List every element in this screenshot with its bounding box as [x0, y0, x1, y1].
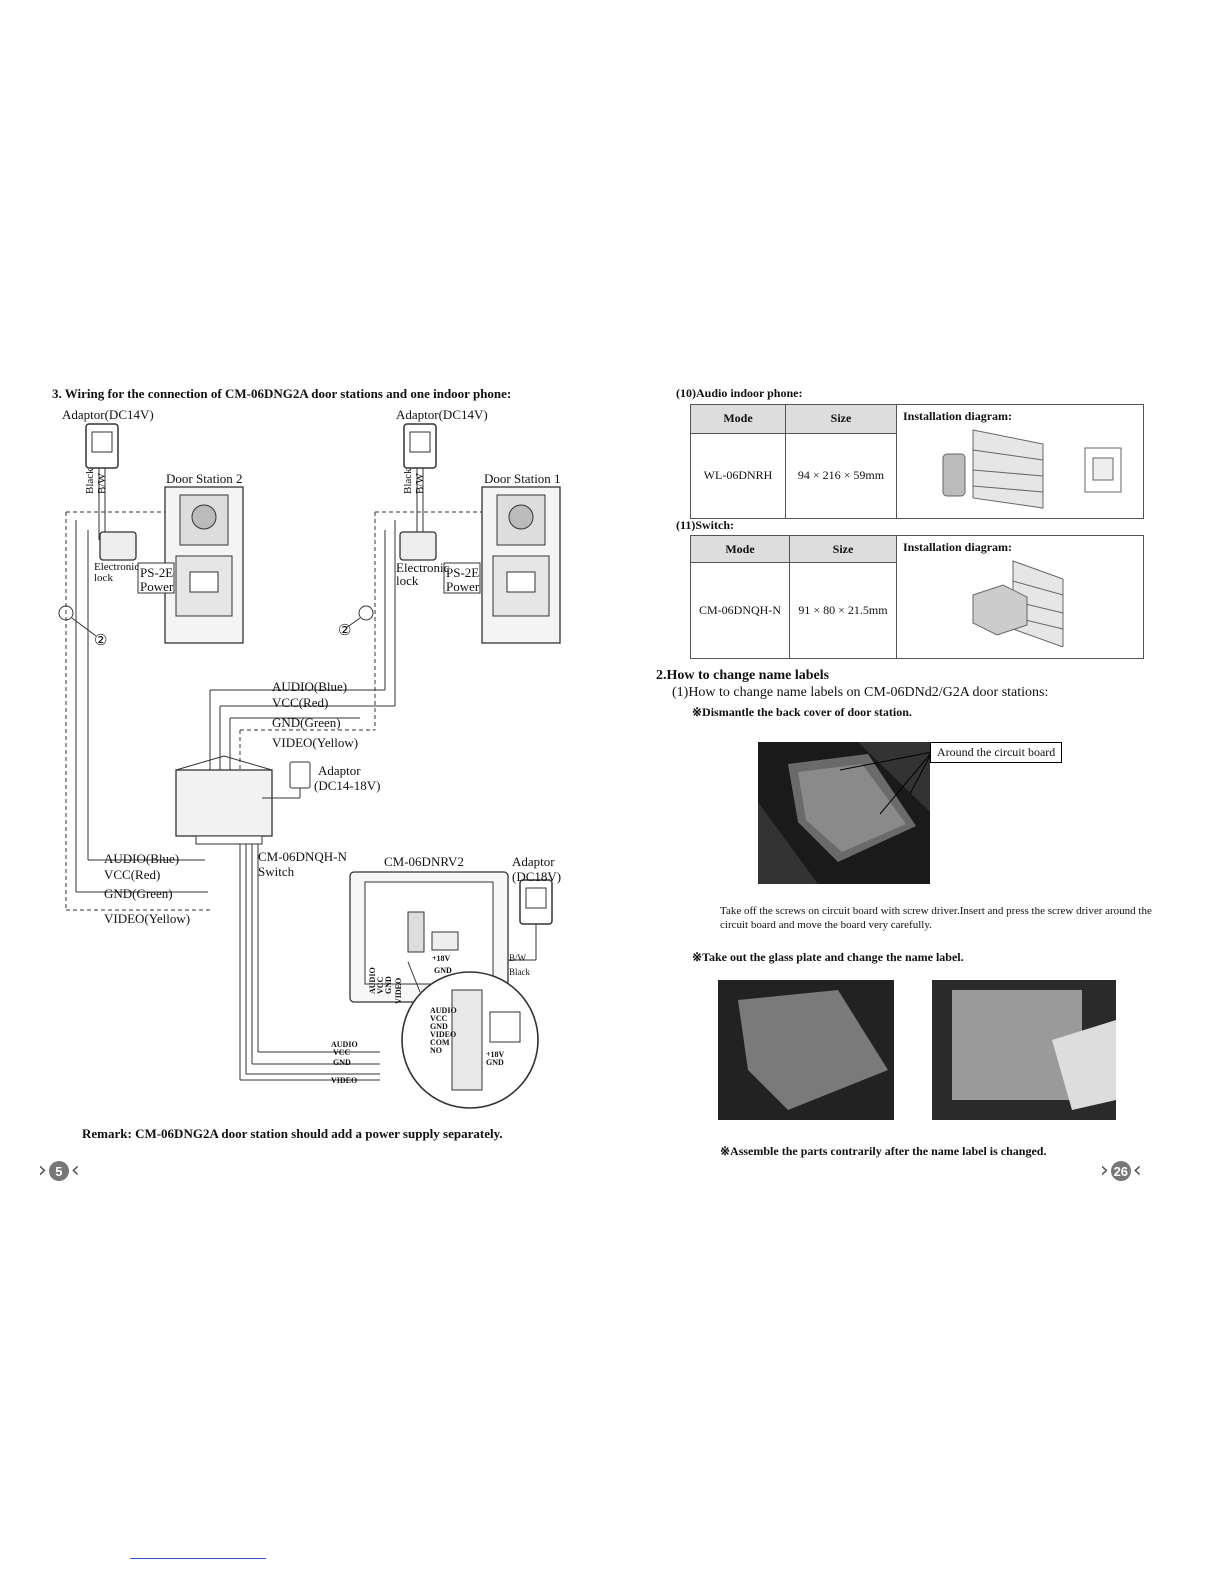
step3-heading: ※Assemble the parts contrarily after the…	[720, 1144, 1047, 1158]
adaptor-switch-line1: Adaptor	[318, 763, 361, 778]
cell-mode-switch: CM-06DNQH-N	[690, 562, 790, 659]
monitor-model-label: CM-06DNRV2	[384, 854, 464, 869]
bus-lower-vcc: VCC(Red)	[104, 867, 161, 882]
switch-label: Switch	[258, 864, 295, 879]
marker-left: ②	[94, 633, 108, 649]
bottom-term-gnd: GND	[333, 1058, 351, 1067]
cell-mode-phone: WL-06DNRH	[690, 432, 786, 520]
bus-lower-video: VIDEO(Yellow)	[104, 911, 191, 926]
lock1-lock: lock	[396, 573, 419, 588]
section2-subtitle: (1)How to change name labels on CM-06DNd…	[672, 685, 1049, 700]
bus-upper-vcc: VCC(Red)	[272, 695, 329, 710]
adaptor-switch-line2: (DC14-18V)	[314, 778, 381, 793]
wire-bw-left: B/W	[96, 473, 108, 494]
chevron-right-icon: ›	[1100, 1158, 1109, 1183]
wiring-diagram	[58, 423, 561, 1109]
power-left: Power	[140, 579, 174, 594]
lock2-electronic: Electronic	[94, 561, 140, 573]
zoom-term-vcc: VCC	[430, 1014, 448, 1023]
lock2-lock: lock	[94, 572, 113, 584]
install-diagram-title: Installation diagram:	[903, 540, 1013, 554]
bus-upper-audio: AUDIO(Blue)	[272, 679, 348, 694]
adaptor-monitor-line2: (DC18V)	[512, 869, 562, 884]
bus-upper-video: VIDEO(Yellow)	[272, 735, 359, 750]
monitor-term-18v: +18V	[432, 954, 451, 963]
door-station-1-label: Door Station 1	[484, 471, 561, 486]
bottom-term-audio: AUDIO	[331, 1040, 358, 1049]
th-size: Size	[785, 404, 897, 434]
bus-lower-gnd: GND(Green)	[104, 886, 173, 901]
wire-black-right: Black	[402, 468, 414, 494]
step1-heading: ※Dismantle the back cover of door statio…	[692, 705, 912, 719]
bottom-term-video: VIDEO	[331, 1076, 358, 1085]
ps2e-left: PS-2E	[140, 565, 174, 580]
door-station-2-label: Door Station 2	[166, 471, 243, 486]
install-diagram-title: Installation diagram:	[903, 409, 1013, 423]
marker-right: ②	[338, 623, 352, 639]
section10-title: (10)Audio indoor phone:	[676, 386, 803, 400]
step1-note: Take off the screws on circuit board wit…	[720, 905, 1152, 931]
table-switch: Mode Size Installation diagram: CM-06DNQ…	[690, 535, 1144, 659]
table-audio-phone: Mode Size Installation diagram: WL-06DNR…	[690, 404, 1144, 520]
right-page-number: › 26 ‹	[1100, 1160, 1142, 1182]
cell-size-phone: 94 × 216 × 59mm	[785, 432, 897, 520]
wire-bw-right: B/W	[414, 473, 426, 494]
left-remark: Remark: CM-06DNG2A door station should a…	[82, 1126, 503, 1141]
zoom-term-no: NO	[430, 1046, 442, 1055]
bottom-term-vcc: VCC	[333, 1048, 351, 1057]
zoom-term-gnd: GND	[430, 1022, 448, 1031]
th-mode: Mode	[690, 404, 786, 434]
th-size: Size	[789, 535, 897, 563]
chevron-left-icon: ‹	[70, 1158, 80, 1183]
monitor-term-bw: B/W	[509, 953, 526, 963]
zoom-term-audio: AUDIO	[430, 1006, 457, 1015]
callout-lines	[840, 751, 933, 815]
monitor-pin-video: VIDEO	[394, 977, 403, 1004]
left-page-number: › 5 ‹	[38, 1160, 80, 1182]
wire-black-left: Black	[84, 468, 96, 494]
adaptor-monitor-line1: Adaptor	[512, 854, 555, 869]
ps2e-right: PS-2E	[446, 565, 480, 580]
callout-label: Around the circuit board	[930, 742, 1063, 763]
bus-lower-audio: AUDIO(Blue)	[104, 851, 180, 866]
adaptor-left-label: Adaptor(DC14V)	[62, 407, 154, 422]
th-mode: Mode	[690, 535, 790, 563]
cell-size-switch: 91 × 80 × 21.5mm	[789, 562, 897, 659]
install-diagram-cell: Installation diagram:	[896, 535, 1144, 659]
power-right: Power	[446, 579, 480, 594]
install-diagram-cell: Installation diagram:	[896, 404, 1144, 519]
zoom-term-com: COM	[430, 1038, 450, 1047]
switch-model-label: CM-06DNQH-N	[258, 849, 347, 864]
zoom-term-video: VIDEO	[430, 1030, 457, 1039]
adaptor-right-label: Adaptor(DC14V)	[396, 407, 488, 422]
bus-upper-gnd: GND(Green)	[272, 715, 341, 730]
glass-plate-photo-1	[718, 980, 894, 1120]
zoom-power-18v: +18V	[486, 1050, 505, 1059]
monitor-pin-gnd: GND	[384, 976, 393, 994]
left-page-heading: 3. Wiring for the connection of CM-06DNG…	[52, 386, 512, 401]
section11-title: (11)Switch:	[676, 518, 734, 532]
lock1-electronic: Electronic	[396, 560, 450, 575]
monitor-term-black: Black	[509, 967, 530, 977]
monitor-term-gnd: GND	[434, 966, 452, 975]
page-number-circle: 5	[48, 1161, 69, 1181]
glass-plate-photo-2	[932, 980, 1116, 1120]
step2-heading: ※Take out the glass plate and change the…	[692, 950, 964, 964]
switch-install-diagram	[972, 560, 1064, 648]
circuit-board-photo	[758, 742, 930, 884]
zoom-power-gnd: GND	[486, 1058, 504, 1067]
footer-rule	[130, 1558, 266, 1559]
chevron-left-icon: ‹	[1132, 1158, 1142, 1183]
chevron-right-icon: ›	[38, 1158, 47, 1183]
section2-title: 2.How to change name labels	[656, 668, 830, 683]
page-number-circle: 26	[1110, 1161, 1131, 1181]
phone-install-diagram	[942, 429, 1122, 509]
